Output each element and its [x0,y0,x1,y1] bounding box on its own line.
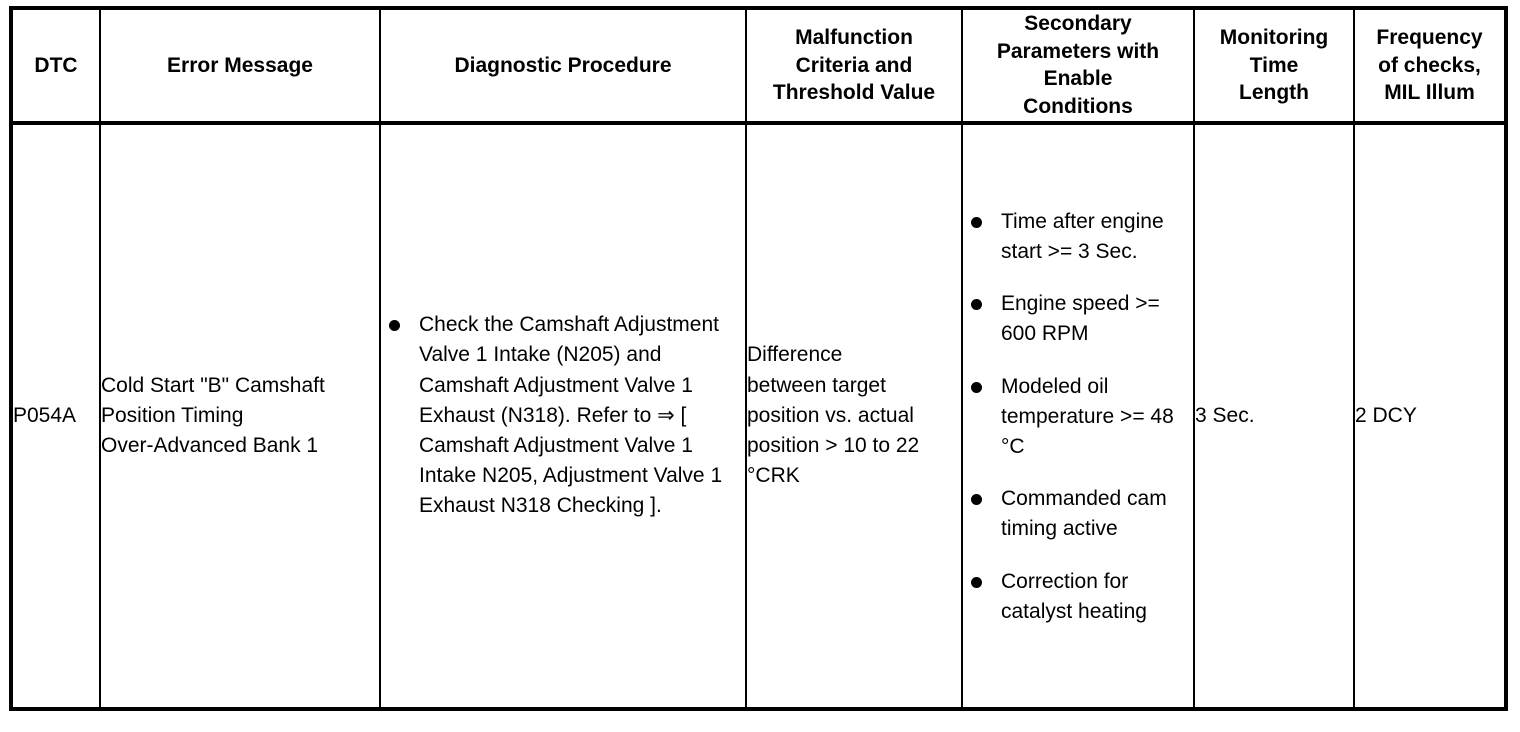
secondary-parameters-list: Time after engine start >= 3 Sec. Engine… [963,205,1193,628]
list-item: Check the Camshaft Adjustment Valve 1 In… [381,310,745,522]
bullet-icon [971,299,982,311]
cell-dtc: P054A [9,122,101,711]
column-header-secondary-parameters-line-1: Secondary [1024,12,1132,35]
cell-malfunction-criteria: Difference between target position vs. a… [745,122,963,711]
column-header-secondary-parameters-line-3: Enable [1043,67,1113,91]
error-message-line-1: Cold Start "B" Camshaft [101,373,325,397]
column-header-monitoring-time-line-2: Time [1249,53,1299,77]
column-header-error-message: Error Message [99,6,381,125]
bullet-icon [971,576,982,588]
column-header-monitoring-time: Monitoring Time Length [1193,6,1355,125]
secondary-parameter-text: Engine speed >= 600 RPM [1001,292,1160,346]
cell-monitoring-time-length: 3 Sec. [1193,122,1355,711]
cell-frequency-of-checks: 2 DCY [1353,122,1508,711]
malfunction-criteria-line-1: Difference [747,343,843,367]
secondary-parameter-text: Time after engine start >= 3 Sec. [1001,209,1164,263]
column-header-frequency-of-checks-line-1: Frequency [1376,25,1483,49]
table-header: DTC Error Message Diagnostic Procedure M… [9,6,1508,125]
cell-error-message: Cold Start "B" Camshaft Position Timing … [99,122,381,711]
malfunction-criteria-line-5: °CRK [747,464,800,488]
column-header-malfunction-criteria-line-1: Malfunction [795,25,913,49]
column-header-monitoring-time-line-1: Monitoring [1219,25,1329,49]
error-message-line-3: Over-Advanced Bank 1 [101,433,319,457]
error-message-line-2: Position Timing [101,403,244,427]
bullet-icon [971,216,982,228]
malfunction-criteria-line-3: position vs. actual [747,403,914,427]
column-header-malfunction-criteria-line-2: Criteria and [795,53,913,77]
column-header-dtc-line-1: DTC [34,53,78,77]
monitoring-time-value: 3 Sec. [1195,403,1255,427]
column-header-diagnostic-procedure: Diagnostic Procedure [379,6,747,125]
list-item: Time after engine start >= 3 Sec. [963,207,1193,267]
bullet-icon [971,381,982,393]
table-body: P054A Cold Start "B" Camshaft Position T… [9,122,1508,711]
column-header-diagnostic-procedure-line-1: Diagnostic Procedure [454,53,672,77]
column-header-malfunction-criteria-line-3: Threshold Value [772,81,936,105]
column-header-malfunction-criteria: Malfunction Criteria and Threshold Value [745,6,963,125]
cell-secondary-parameters: Time after engine start >= 3 Sec. Engine… [961,122,1195,711]
bullet-icon [971,494,982,506]
diagnostic-procedure-text: Check the Camshaft Adjustment Valve 1 In… [419,313,723,518]
column-header-frequency-of-checks: Frequency of checks, MIL Illum [1353,6,1508,125]
frequency-of-checks-value: 2 DCY [1355,403,1417,427]
column-header-frequency-of-checks-line-2: of checks, [1378,53,1481,77]
malfunction-criteria-line-4: position > 10 to 22 [747,433,920,457]
dtc-code: P054A [13,403,77,427]
column-header-secondary-parameters-line-2: Parameters with [996,39,1160,63]
column-header-secondary-parameters-line-4: Conditions [1023,95,1133,119]
table-row: P054A Cold Start "B" Camshaft Position T… [9,122,1508,711]
list-item: Commanded cam timing active [963,484,1193,544]
dtc-diagnostic-table: DTC Error Message Diagnostic Procedure M… [9,6,1508,711]
column-header-error-message-line-1: Error Message [167,53,313,77]
secondary-parameter-text: Correction for catalyst heating [1001,569,1147,623]
list-item: Engine speed >= 600 RPM [963,289,1193,349]
malfunction-criteria-line-2: between target [747,373,886,397]
diagnostic-procedure-list: Check the Camshaft Adjustment Valve 1 In… [381,310,745,522]
bullet-icon [389,320,400,332]
column-header-monitoring-time-line-3: Length [1239,81,1309,105]
list-item: Correction for catalyst heating [963,567,1193,627]
table-header-row: DTC Error Message Diagnostic Procedure M… [9,6,1508,125]
column-header-secondary-parameters: Secondary Parameters with Enable Conditi… [961,6,1195,125]
column-header-frequency-of-checks-line-3: MIL Illum [1384,81,1475,105]
secondary-parameter-text: Commanded cam timing active [1001,487,1167,541]
cell-diagnostic-procedure: Check the Camshaft Adjustment Valve 1 In… [379,122,747,711]
secondary-parameter-text: Modeled oil temperature >= 48 °C [1001,374,1174,458]
column-header-dtc: DTC [9,6,101,125]
list-item: Modeled oil temperature >= 48 °C [963,372,1193,463]
